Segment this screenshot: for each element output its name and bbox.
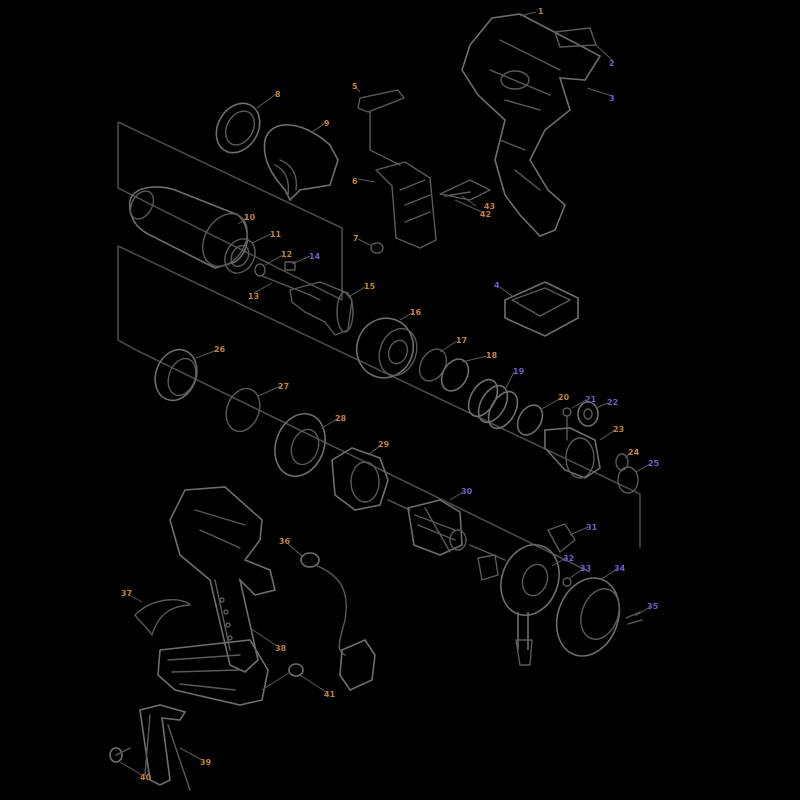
callout-11: 11 — [270, 230, 282, 239]
anvil — [289, 281, 354, 336]
hammer-case — [128, 186, 249, 269]
callout-40: 40 — [140, 773, 152, 782]
anvil-small-parts — [224, 238, 321, 301]
side-grip — [134, 599, 191, 636]
spring-assembly — [418, 348, 544, 436]
callout-16: 16 — [410, 308, 422, 317]
stator-assembly — [477, 523, 643, 666]
front-cover-parts — [215, 102, 339, 202]
callout-14: 14 — [309, 252, 321, 261]
callout-5: 5 — [352, 82, 358, 91]
spindle-gears — [544, 401, 639, 494]
callout-6: 6 — [352, 177, 358, 186]
housing-half-left — [169, 486, 276, 673]
battery-terminal — [504, 281, 579, 337]
callout-2: 2 — [609, 59, 615, 68]
callout-26: 26 — [214, 345, 226, 354]
callout-30: 30 — [461, 487, 473, 496]
callout-21: 21 — [585, 395, 597, 404]
callout-12: 12 — [281, 250, 292, 259]
callout-8: 8 — [275, 90, 281, 99]
callout-labels: 1 2 3 4 5 6 7 8 9 10 11 12 13 14 15 16 1… — [121, 7, 660, 782]
housing-base — [157, 639, 304, 706]
callout-42: 42 — [480, 210, 491, 219]
callout-39: 39 — [200, 758, 212, 767]
callout-7: 7 — [353, 234, 359, 243]
rotor-armature — [387, 499, 506, 561]
callout-23: 23 — [613, 425, 624, 434]
callout-31: 31 — [586, 523, 598, 532]
callout-32: 32 — [563, 554, 574, 563]
callout-20: 20 — [558, 393, 570, 402]
hammer — [355, 317, 418, 379]
callout-35: 35 — [647, 602, 659, 611]
callout-34: 34 — [614, 564, 626, 573]
callout-25: 25 — [648, 459, 660, 468]
callout-10: 10 — [244, 213, 256, 222]
callout-29: 29 — [378, 440, 390, 449]
callout-43: 43 — [484, 202, 495, 211]
callout-13: 13 — [248, 292, 259, 301]
belt-hook — [109, 704, 191, 791]
callout-28: 28 — [335, 414, 347, 423]
motor-front-parts — [154, 348, 389, 511]
callout-24: 24 — [628, 448, 640, 457]
lead-wire-assembly — [300, 552, 376, 692]
callout-1: 1 — [538, 7, 544, 16]
callout-37: 37 — [121, 589, 132, 598]
callout-18: 18 — [486, 351, 498, 360]
label-plate — [554, 27, 597, 48]
callout-4: 4 — [494, 281, 500, 290]
callout-17: 17 — [456, 336, 467, 345]
housing-half-right — [461, 13, 602, 237]
callout-9: 9 — [324, 119, 330, 128]
assembly-frame-lines — [117, 121, 641, 573]
callout-36: 36 — [279, 537, 291, 546]
callout-3: 3 — [609, 94, 615, 103]
switch-assembly — [357, 89, 437, 254]
callout-41: 41 — [324, 690, 336, 699]
housing-screws — [439, 179, 491, 214]
callout-38: 38 — [275, 644, 287, 653]
callout-33: 33 — [580, 564, 591, 573]
callout-19: 19 — [513, 367, 525, 376]
callout-27: 27 — [278, 382, 289, 391]
callout-15: 15 — [364, 282, 376, 291]
callout-22: 22 — [607, 398, 618, 407]
